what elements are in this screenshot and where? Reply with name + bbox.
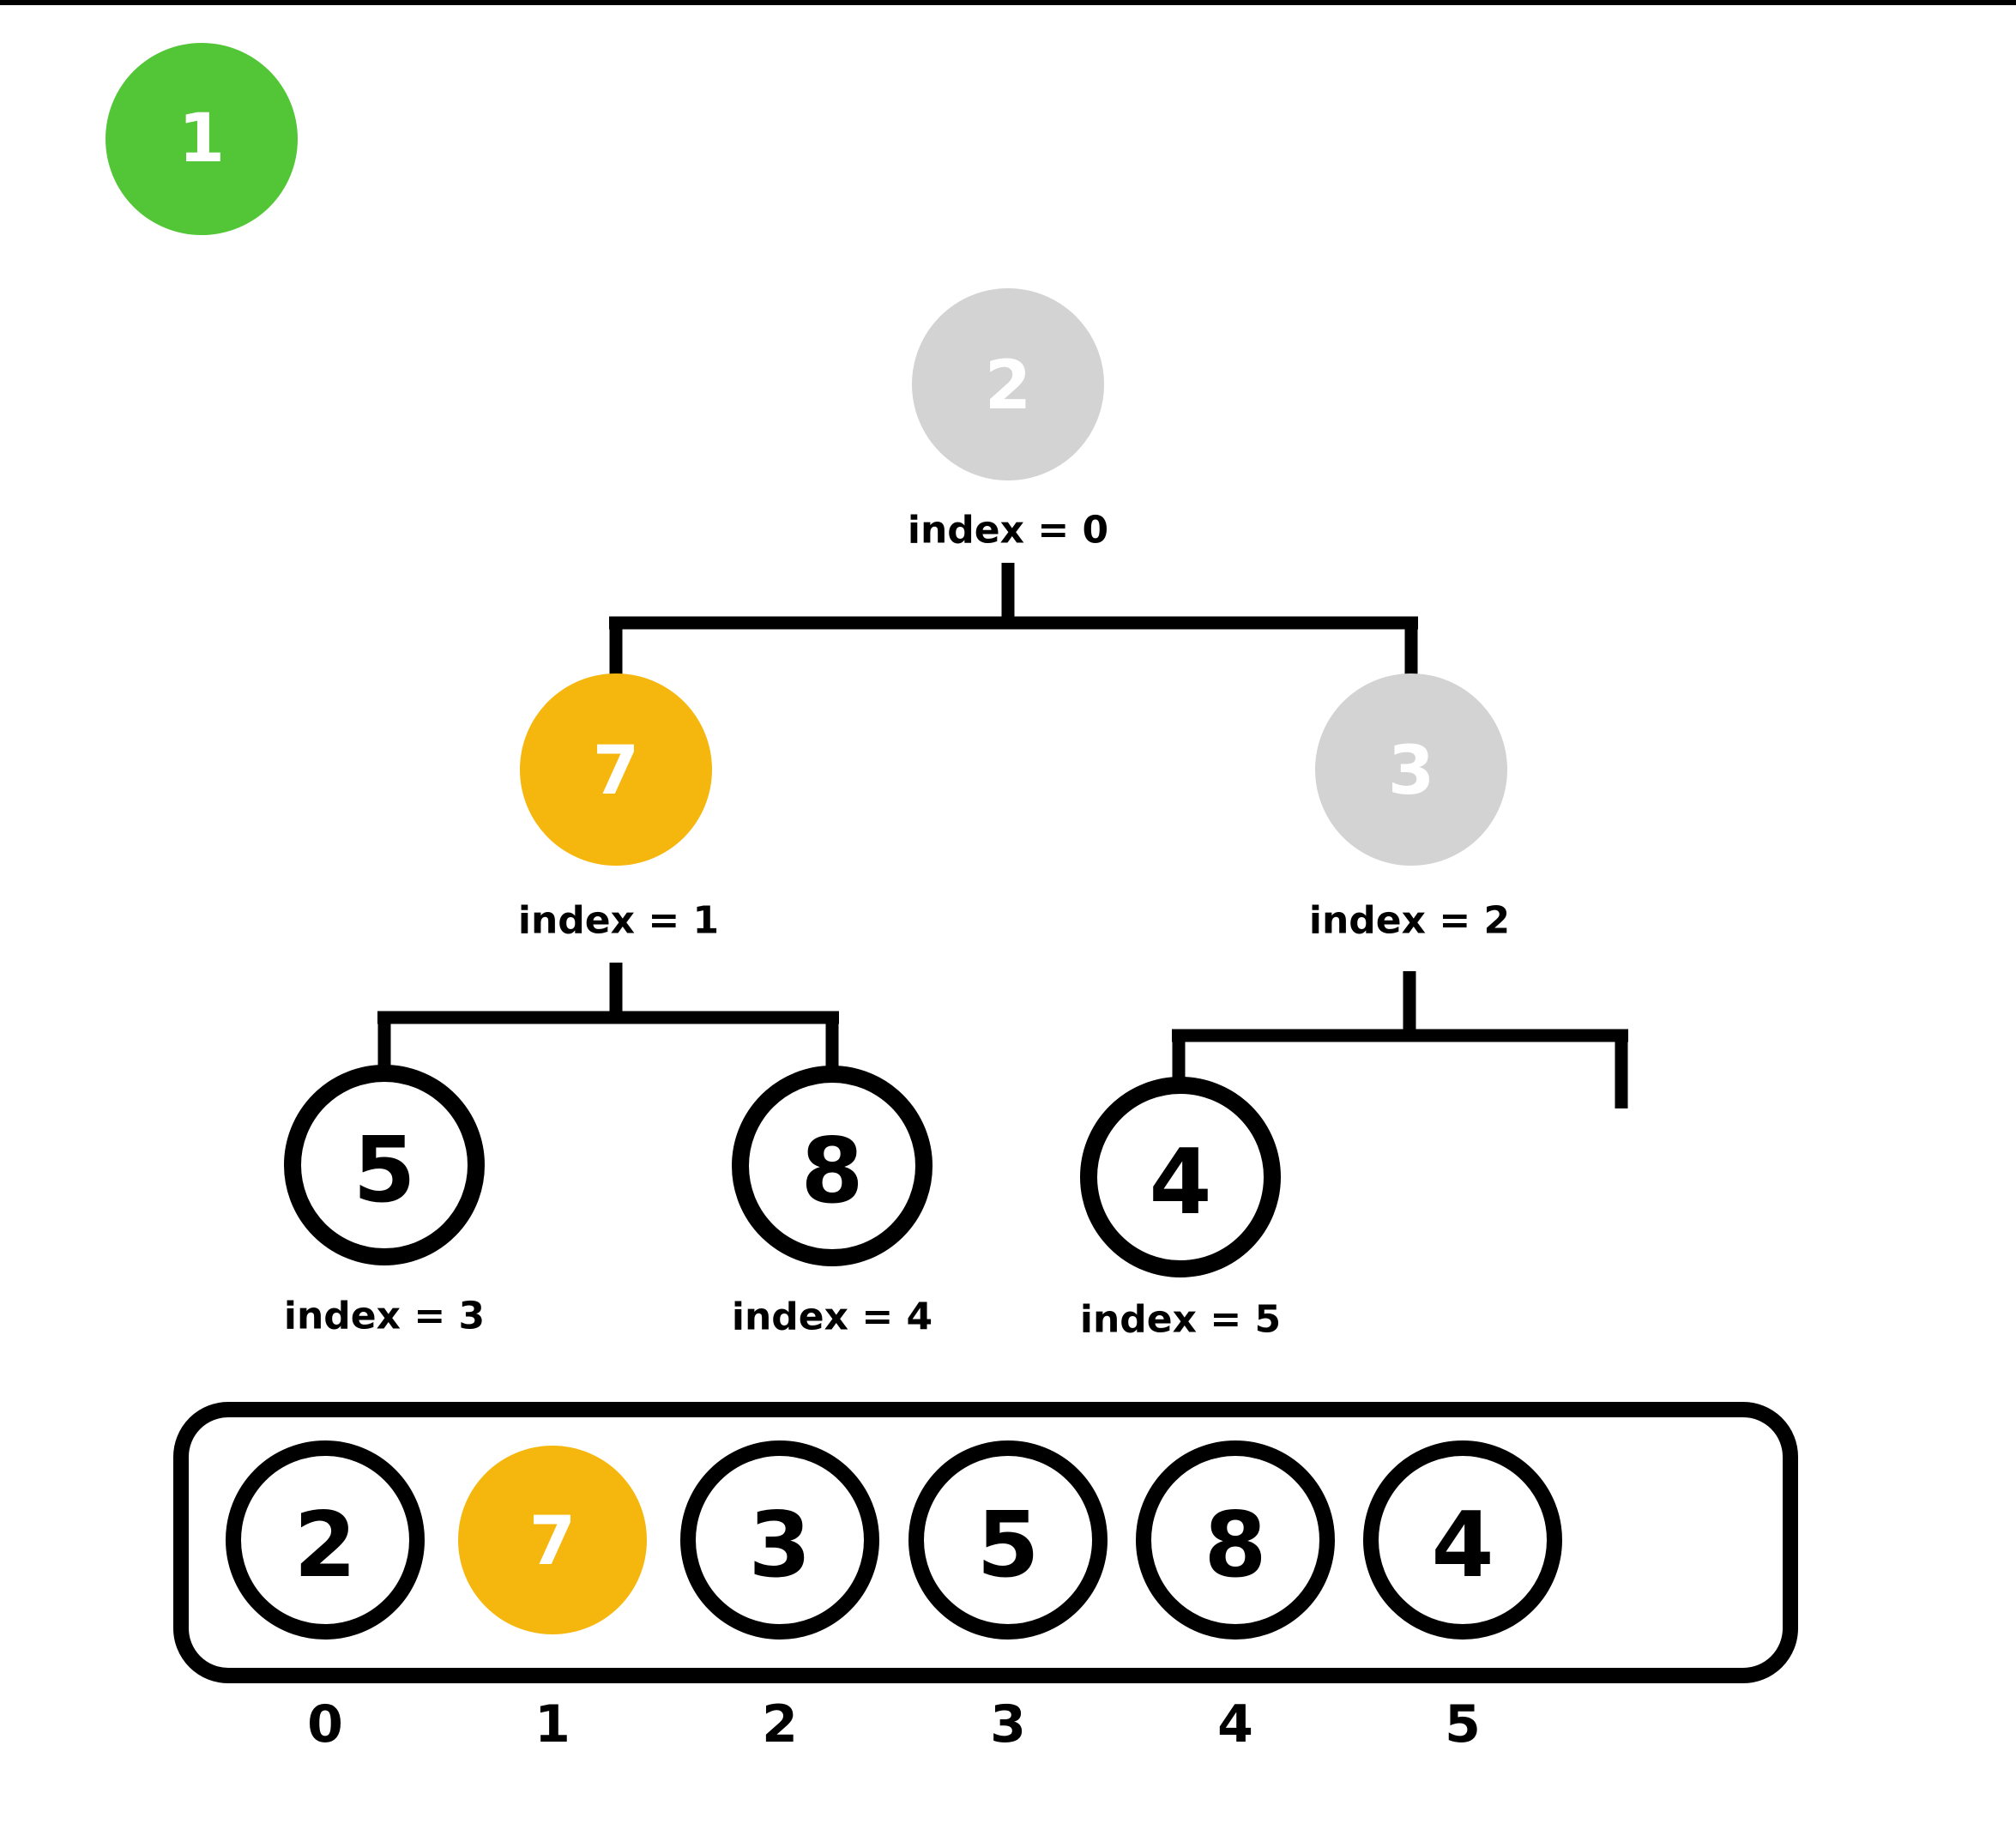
array-cell-value-0: 2 [293,1493,356,1597]
tree-node-left-index-label: index = 1 [518,899,719,943]
array-cell: 2 0 [226,1440,425,1754]
screen-top-border [0,0,2016,5]
array-cell-circle-4 [1136,1440,1335,1640]
array-index-label-2: 2 [762,1694,798,1754]
tree-node-right-left-value: 4 [1149,1130,1211,1235]
tree-node-left-value: 7 [593,733,639,810]
tree-node-right-left [1080,1077,1281,1277]
array-cell-value-4: 8 [1204,1493,1266,1597]
array-cell: 7 1 [458,1446,647,1754]
step-badge-label: 1 [178,100,225,178]
array-index-label-1: 1 [534,1694,570,1754]
tree-node-right-left-index-label: index = 5 [1080,1298,1281,1342]
array-cell-circle-2 [680,1440,879,1640]
array-cell: 3 2 [680,1440,879,1754]
array-cell: 4 5 [1363,1440,1562,1754]
array-cell-circle-5 [1363,1440,1562,1640]
tree-node-right [1315,673,1507,866]
tree-node-left-right-index-label: index = 4 [732,1295,933,1339]
tree-node-left-right [732,1066,933,1266]
tree-node-left [520,673,712,866]
edge-root-to-children [609,563,1418,679]
array-cell: 8 4 [1136,1440,1335,1754]
array-cell-circle-0 [226,1440,425,1640]
tree-node-root-index-label: index = 0 [908,509,1108,553]
array-index-label-5: 5 [1445,1694,1481,1754]
tree-node-root-value: 2 [985,347,1031,425]
array-cell-value-1: 7 [529,1503,576,1580]
array-index-label-3: 3 [990,1694,1026,1754]
tree-node-root [912,288,1104,480]
array-cell-value-3: 5 [976,1493,1039,1597]
array-cell-circle-1 [458,1446,647,1634]
tree-node-left-left-index-label: index = 3 [284,1295,485,1338]
tree-node-left-left-value: 5 [353,1118,415,1223]
array-cell-value-5: 4 [1431,1493,1494,1597]
tree-node-right-value: 3 [1388,733,1434,810]
array-cell-circle-3 [908,1440,1108,1640]
step-badge [106,43,298,235]
tree-node-left-left [284,1065,485,1265]
tree-node-right-index-label: index = 2 [1309,899,1510,943]
array-cell-value-2: 3 [748,1493,811,1597]
edge-right-subtree [1172,971,1628,1108]
edge-left-subtree [377,963,839,1069]
tree-node-left-right-value: 8 [800,1119,863,1223]
array-cell: 5 3 [908,1440,1108,1754]
array-index-label-4: 4 [1217,1694,1253,1754]
array-index-label-0: 0 [307,1694,343,1754]
